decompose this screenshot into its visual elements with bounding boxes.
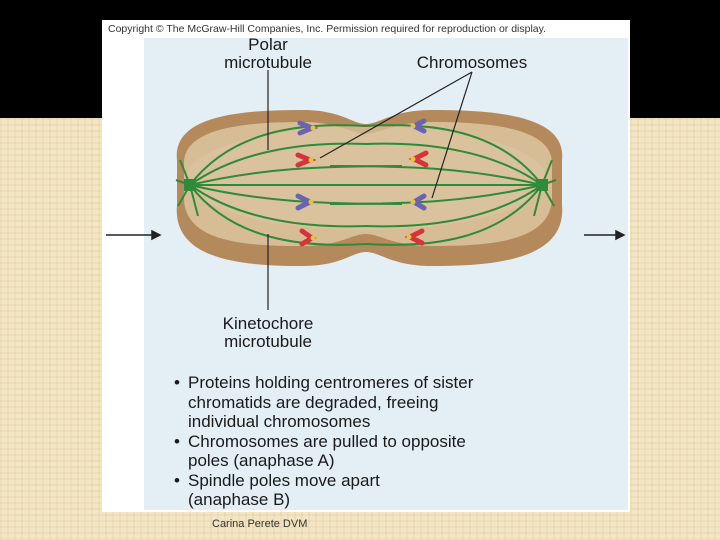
bullet-item: • Spindle poles move apart (anaphase B) [174, 471, 614, 510]
bullet-item: • Proteins holding centromeres of sister… [174, 373, 614, 432]
bullet-dot: • [174, 373, 180, 393]
bullet-text: Proteins holding centromeres of sister [188, 373, 614, 393]
bullet-text: Chromosomes are pulled to opposite [188, 432, 614, 452]
figure-panel: Copyright © The McGraw-Hill Companies, I… [102, 20, 630, 512]
bullet-text: Spindle poles move apart [188, 471, 614, 491]
left-spindle-pole [184, 179, 196, 191]
chromosomes-label: Chromosomes [390, 54, 554, 72]
footer-credit: Carina Perete DVM [212, 518, 307, 530]
polar-microtubule-label: Polar microtubule [194, 36, 342, 72]
polar-label-line2: microtubule [194, 54, 342, 72]
bullet-text: (anaphase B) [188, 490, 614, 510]
bullet-text: poles (anaphase A) [188, 451, 614, 471]
cytoplasm-highlight [186, 126, 546, 230]
kinetochore-label-line1: Kinetochore [194, 315, 342, 333]
kinetochore-label-line2: microtubule [194, 333, 342, 351]
kinetochore-microtubule-label: Kinetochore microtubule [194, 315, 342, 351]
bullet-text: chromatids are degraded, freeing [188, 393, 614, 413]
polar-label-line1: Polar [194, 36, 342, 54]
right-spindle-pole [536, 179, 548, 191]
bullet-item: • Chromosomes are pulled to opposite pol… [174, 432, 614, 471]
left-arrow-head [152, 231, 160, 239]
right-arrow-head [616, 231, 624, 239]
bullet-dot: • [174, 432, 180, 452]
bullet-dot: • [174, 471, 180, 491]
bullet-list: • Proteins holding centromeres of sister… [174, 373, 614, 510]
bullet-text: individual chromosomes [188, 412, 614, 432]
